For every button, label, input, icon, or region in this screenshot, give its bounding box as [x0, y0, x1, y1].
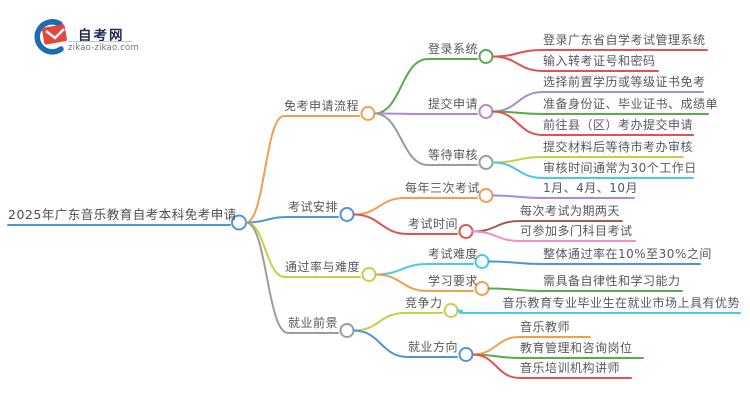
mindmap-node-label: 竞争力: [405, 296, 443, 310]
branch-line: [352, 197, 478, 216]
mindmap-node-label: 音乐培训机构讲师: [520, 361, 621, 375]
logo-divider: [68, 41, 132, 42]
branch-line: [352, 213, 458, 235]
branch-line: [471, 230, 636, 242]
mindmap-node-label: 考试安排: [288, 200, 339, 214]
mindmap-node-label: 每次考试为期两天: [520, 204, 621, 218]
branch-line: [491, 194, 635, 199]
mindmap-node-label: 等待审核: [428, 148, 479, 162]
mindmap-node-label: 学习要求: [428, 274, 479, 288]
site-url: zikao-zikao.com: [68, 43, 139, 53]
branch-line: [245, 216, 339, 224]
mindmap-node-label: 审核时间通常为30个工作日: [543, 161, 697, 175]
mindmap-node-label: 输入转考证号和密码: [543, 54, 656, 68]
mindmap-node-label: 音乐教师: [520, 320, 571, 334]
branch-line: [373, 112, 478, 166]
mindmap-node-label: 教育管理和咨询岗位: [520, 341, 633, 355]
mindmap-node-label: 免考申请流程: [284, 99, 360, 113]
mindmap-node-label: 选择前置学历或等级证书免考: [543, 75, 706, 89]
branch-line: [373, 58, 478, 115]
branch-line: [245, 115, 360, 224]
site-logo: 自考网 zikao-zikao.com: [0, 0, 190, 70]
mindmap-node-label: 准备身份证、毕业证书、成绩单: [543, 97, 719, 111]
branch-line: [352, 312, 443, 332]
mindmap-node-label: 登录系统: [428, 42, 479, 56]
graduation-cap-crescent-icon: [34, 19, 67, 55]
mindmap-node-label: 可参加多门科目考试: [520, 224, 633, 238]
branch-line: [487, 260, 701, 265]
mindmap-node-label: 前往县（区）考办提交申请: [543, 118, 694, 132]
mindmap-node-label: 整体通过率在10%至30%之间: [543, 247, 712, 261]
mindmap-node-label: 1月、4月、10月: [543, 181, 639, 195]
mindmap-node-label: 每年三次考试: [405, 181, 481, 195]
branch-line: [491, 55, 659, 72]
mindmap-node-label: 需具备自律性和学习能力: [543, 274, 681, 288]
branch-line: [456, 309, 741, 314]
branch-line: [487, 287, 683, 292]
mindmap-node-label: 2025年广东音乐教育自考本科免考申请: [8, 207, 237, 222]
branch-line: [471, 353, 632, 379]
mindmap-node-label: 就业前景: [288, 316, 339, 330]
mindmap-node-label: 就业方向: [408, 340, 459, 354]
branch-line: [491, 161, 694, 179]
site-name: 自考网: [78, 28, 125, 44]
mindmap-node-label: 考试时间: [408, 217, 459, 231]
mindmap-node-label: 提交申请: [428, 97, 479, 111]
mindmap-node-label: 音乐教育专业毕业生在就业市场上具有优势: [502, 296, 740, 310]
mindmap-node-label: 登录广东省自学考试管理系统: [543, 33, 706, 47]
branch-line: [373, 112, 478, 115]
mindmap-node-label: 提交材料后等待市考办审核: [543, 140, 694, 154]
branch-line: [245, 221, 339, 334]
mindmap-node-label: 考试难度: [428, 247, 479, 261]
branch-line: [352, 329, 458, 358]
branch-line: [491, 110, 694, 136]
branch-line: [374, 273, 474, 292]
mindmap-node-label: 通过率与难度: [285, 260, 361, 274]
